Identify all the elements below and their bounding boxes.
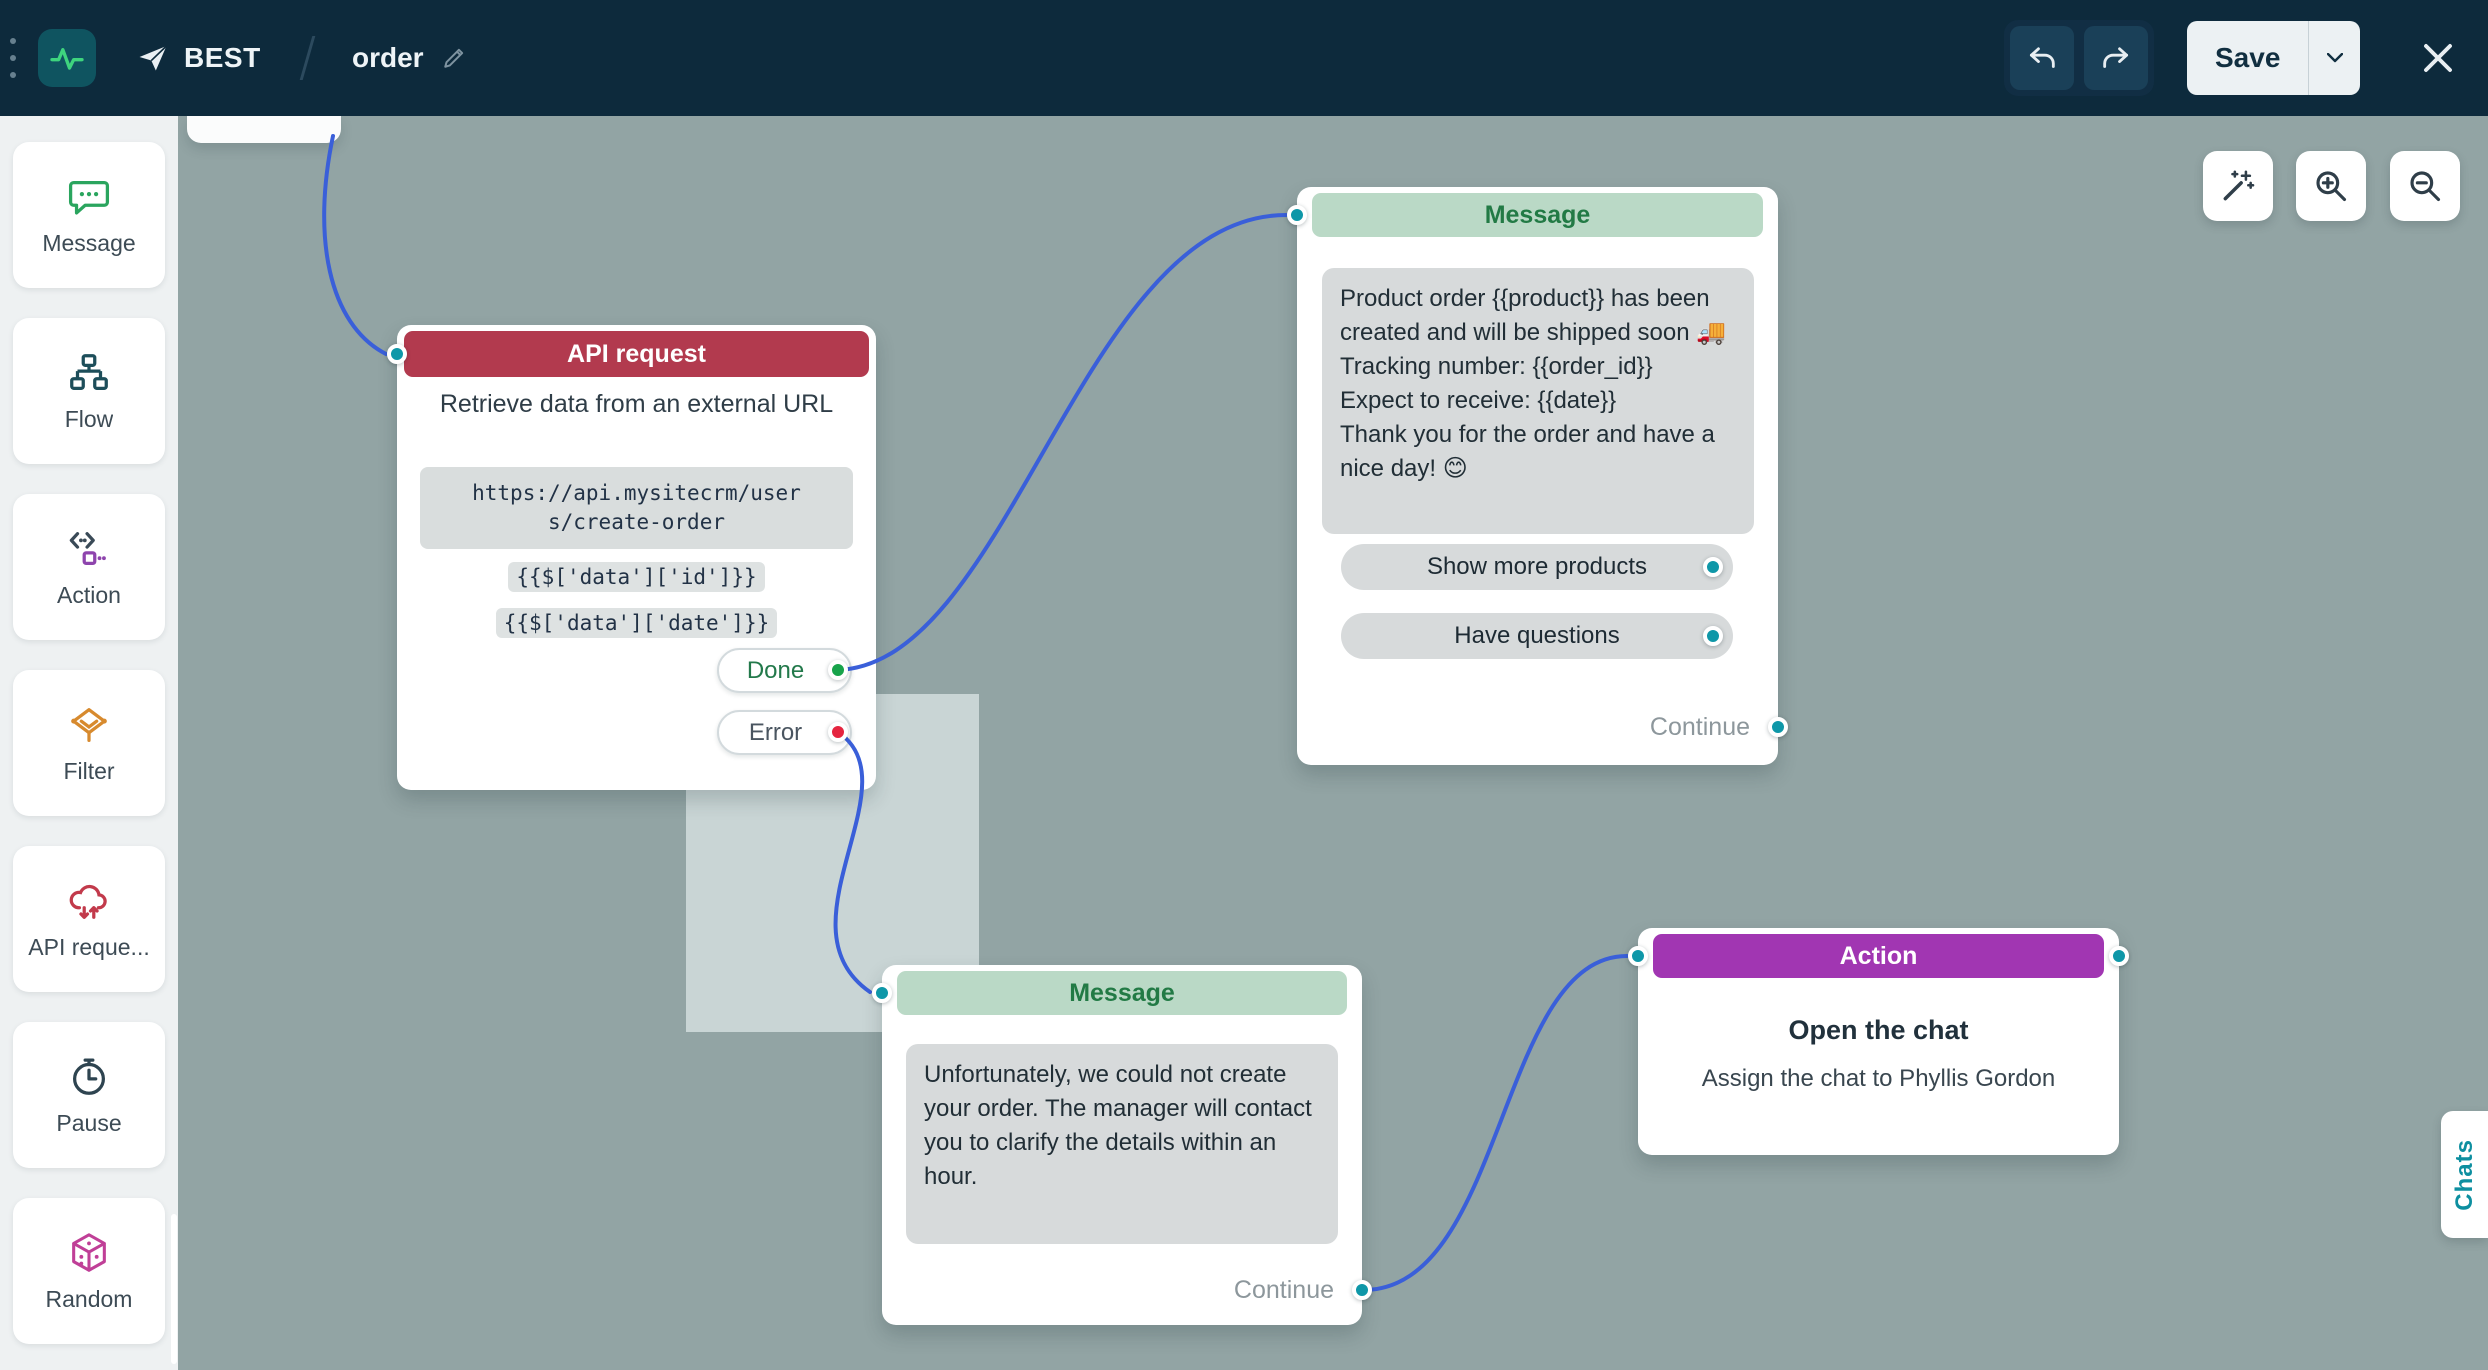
connection-path	[322, 134, 388, 356]
connection-path	[1360, 954, 1629, 1293]
api-param-id: {{$['data']['id']}}	[397, 562, 876, 592]
port-button-show-more-products[interactable]	[1703, 557, 1723, 577]
flow-canvas[interactable]: API request Retrieve data from an extern…	[0, 116, 2488, 1370]
undo-icon	[2029, 47, 2055, 68]
api-request-header: API request	[404, 331, 869, 377]
zoom-in-button[interactable]	[2296, 151, 2366, 221]
pulse-icon	[50, 48, 84, 70]
continue-label: Continue	[1649, 713, 1750, 741]
clipped-node[interactable]	[187, 116, 341, 143]
sidebar-item-label: Action	[57, 581, 121, 608]
magic-wand-button[interactable]	[2203, 151, 2273, 221]
port-message-error-continue[interactable]	[1352, 1280, 1372, 1300]
sidebar-scrollbar[interactable]	[171, 1214, 177, 1364]
app-logo[interactable]	[38, 29, 96, 87]
chevron-down-icon	[2326, 53, 2343, 63]
chats-tab[interactable]: Chats	[2441, 1111, 2488, 1238]
zoom-out-button[interactable]	[2390, 151, 2460, 221]
random-icon	[72, 1232, 106, 1272]
action-icon	[69, 531, 106, 565]
node-api-request[interactable]: API request Retrieve data from an extern…	[397, 325, 876, 790]
save-dropdown-button[interactable]	[2308, 21, 2360, 95]
message-error-header: Message	[897, 971, 1347, 1015]
api-url-code: https://api.mysitecrm/users/create-order	[420, 467, 853, 549]
output-done-label: Done	[746, 656, 805, 684]
action-description: Assign the chat to Phyllis Gordon	[1701, 1065, 2056, 1092]
port-api-error[interactable]	[828, 722, 848, 742]
action-heading: Open the chat	[1788, 1015, 1969, 1045]
api-request-description: Retrieve data from an external URL	[439, 390, 834, 418]
flow-icon	[70, 353, 108, 390]
sidebar-item-label: Filter	[63, 757, 115, 784]
history-controls	[2004, 20, 2154, 96]
paper-plane-icon	[139, 45, 168, 71]
node-message-error[interactable]: Message Unfortunately, we could not crea…	[882, 965, 1362, 1325]
workspace-breadcrumb[interactable]: BEST	[136, 0, 261, 116]
sidebar-item-label: Pause	[56, 1109, 122, 1136]
pause-icon	[72, 1058, 106, 1095]
message-error-body: Unfortunately, we could not create your …	[906, 1044, 1338, 1244]
undo-button[interactable]	[2010, 26, 2074, 90]
message-success-header: Message	[1312, 193, 1763, 237]
sidebar-item-label: Random	[45, 1285, 133, 1312]
port-action-output[interactable]	[2109, 946, 2129, 966]
port-api-done[interactable]	[828, 660, 848, 680]
sidebar-item-message[interactable]: Message	[13, 142, 165, 288]
node-palette-sidebar: Message Flow Action	[0, 116, 178, 1370]
output-error-label: Error	[748, 718, 803, 746]
sidebar-item-label: Flow	[64, 405, 114, 432]
quick-reply-show-more-products[interactable]: Show more products	[1341, 544, 1733, 590]
message-icon	[68, 180, 110, 215]
save-label: Save	[2215, 42, 2281, 73]
workspace-name: BEST	[184, 42, 261, 73]
sidebar-item-action[interactable]: Action	[13, 494, 165, 640]
breadcrumb-separator	[299, 36, 316, 80]
sidebar-item-pause[interactable]: Pause	[13, 1022, 165, 1168]
redo-button[interactable]	[2084, 26, 2148, 90]
sidebar-item-flow[interactable]: Flow	[13, 318, 165, 464]
sidebar-item-label: API reque...	[28, 933, 150, 960]
sidebar-item-label: Message	[42, 229, 136, 256]
close-button[interactable]	[2412, 32, 2464, 84]
node-message-success[interactable]: Message Product order {{product}} has be…	[1297, 187, 1778, 765]
app-menu-button[interactable]	[6, 38, 20, 78]
zoom-out-icon	[2410, 171, 2441, 202]
sidebar-item-random[interactable]: Random	[13, 1198, 165, 1344]
flow-title: order	[352, 42, 424, 73]
close-icon	[2424, 44, 2452, 72]
zoom-in-icon	[2316, 171, 2347, 202]
redo-icon	[2103, 47, 2129, 68]
port-button-have-questions[interactable]	[1703, 626, 1723, 646]
action-header: Action	[1653, 934, 2104, 978]
port-message-success-input[interactable]	[1287, 205, 1307, 225]
sidebar-item-api-request[interactable]: API reque...	[13, 846, 165, 992]
topbar: BEST order	[0, 0, 2488, 116]
continue-label: Continue	[1233, 1276, 1334, 1304]
port-message-success-continue[interactable]	[1768, 717, 1788, 737]
magic-wand-icon	[2223, 170, 2255, 201]
save-button[interactable]: Save	[2187, 21, 2308, 95]
node-action[interactable]: Action Open the chat Assign the chat to …	[1638, 928, 2119, 1155]
filter-icon	[71, 707, 107, 742]
port-action-input[interactable]	[1628, 946, 1648, 966]
port-message-error-input[interactable]	[872, 983, 892, 1003]
quick-reply-have-questions[interactable]: Have questions	[1341, 613, 1733, 659]
port-api-input[interactable]	[387, 344, 407, 364]
connection-path	[836, 213, 1288, 672]
save-button-group: Save	[2187, 21, 2361, 95]
message-success-body: Product order {{product}} has been creat…	[1322, 268, 1754, 534]
api-request-icon	[69, 884, 107, 919]
sidebar-item-filter[interactable]: Filter	[13, 670, 165, 816]
edit-flow-name-icon[interactable]	[440, 44, 468, 72]
api-param-date: {{$['data']['date']}}	[397, 608, 876, 638]
chats-tab-label: Chats	[2450, 1138, 2478, 1211]
